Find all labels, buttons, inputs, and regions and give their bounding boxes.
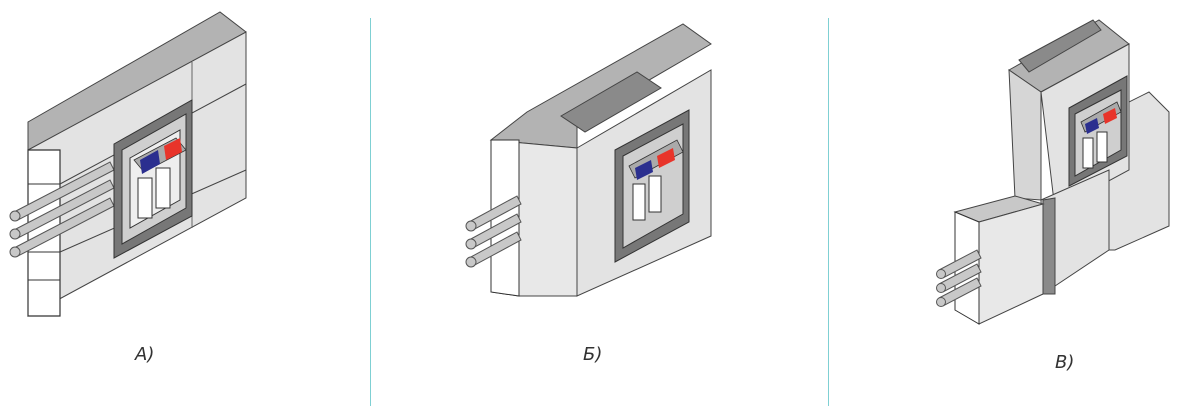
duct-branch-front	[978, 203, 1044, 325]
duct-dark-band	[1018, 19, 1102, 73]
duct-joint-diagram	[465, 23, 712, 297]
cable-icon	[465, 195, 522, 268]
divider-1	[370, 18, 371, 406]
caption-a: А)	[135, 344, 155, 365]
divider-2	[828, 18, 829, 406]
panel-a: А)	[0, 0, 370, 406]
cable-icon	[9, 161, 115, 258]
duct-side-face	[490, 139, 520, 297]
duct-vertical-side	[1008, 69, 1042, 201]
panel-c: В)	[829, 0, 1185, 406]
duct-straight-diagram	[9, 11, 247, 317]
caption-b: Б)	[583, 344, 603, 365]
panel-b: Б)	[371, 0, 828, 406]
socket-icon	[614, 109, 690, 263]
caption-c: В)	[1055, 352, 1075, 373]
socket-icon	[1068, 75, 1128, 187]
cable-icon	[936, 249, 982, 307]
duct-tee-diagram	[936, 19, 1170, 325]
duct-dark-band	[560, 71, 662, 133]
socket-icon	[113, 99, 193, 259]
duct-dark-band	[1042, 197, 1056, 295]
